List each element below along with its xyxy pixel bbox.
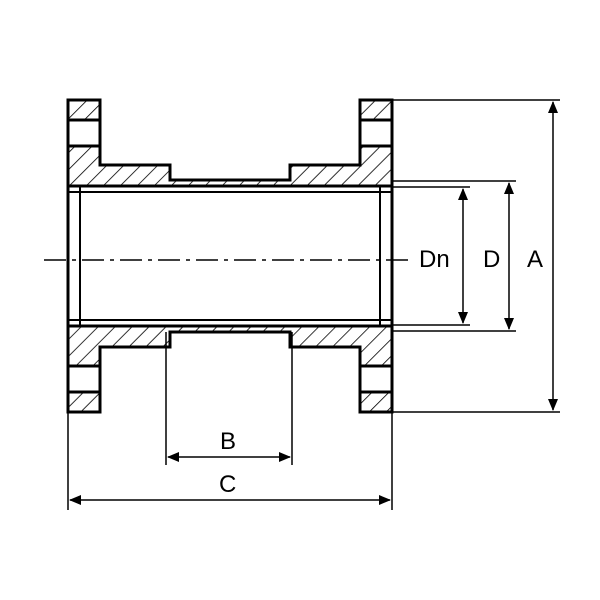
label-a: A	[527, 246, 543, 273]
label-c: C	[219, 471, 236, 498]
extension-lines	[67, 99, 560, 510]
label-b: B	[220, 428, 236, 455]
upper-wall	[66, 98, 394, 188]
lower-wall	[66, 324, 394, 414]
bolt-hole-bottom-left	[66, 364, 102, 394]
dimension-lines	[69, 101, 558, 505]
bolt-hole-top-left	[66, 118, 102, 148]
label-dn: Dn	[419, 246, 450, 273]
bolt-hole-top-right	[358, 118, 394, 148]
dimension-labels: Dn D A B C	[219, 243, 546, 498]
label-d: D	[483, 246, 500, 273]
spool-body	[66, 98, 394, 414]
bore	[66, 184, 394, 328]
bolt-hole-bottom-right	[358, 364, 394, 394]
